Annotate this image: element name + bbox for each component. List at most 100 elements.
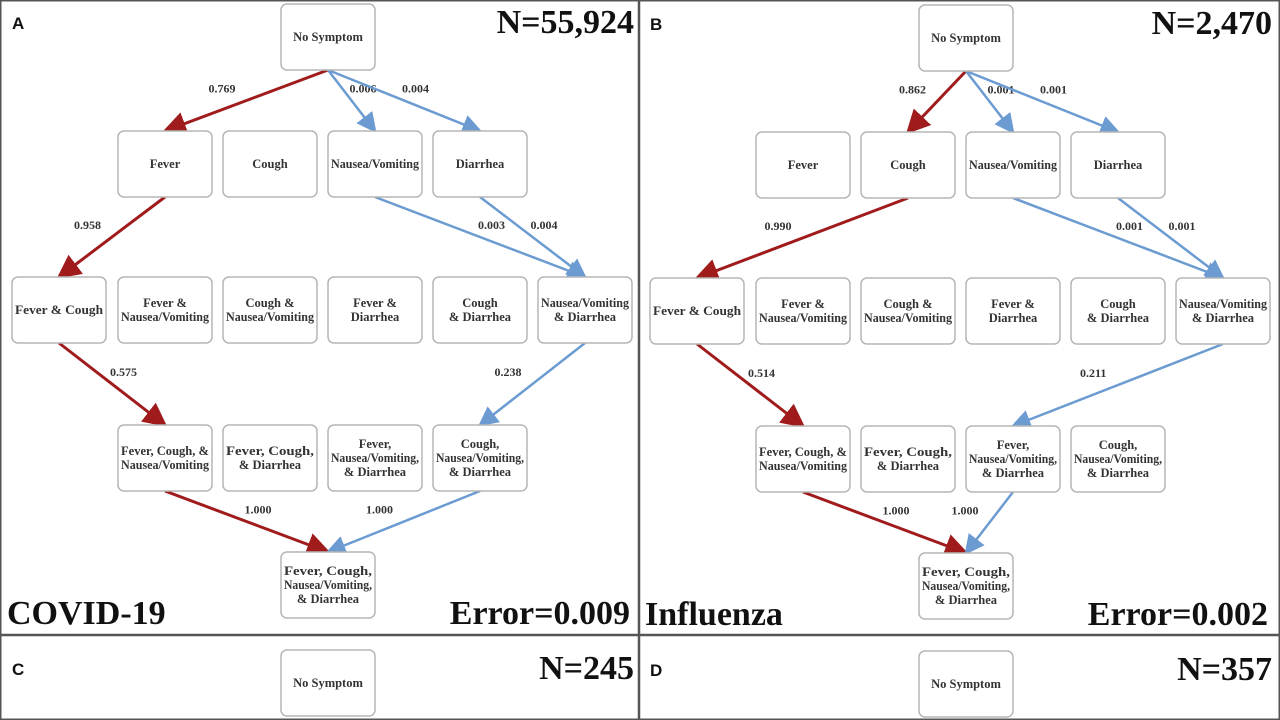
state-label: & Diarrhea bbox=[297, 592, 360, 606]
transition-arrow-f-fc bbox=[56, 195, 166, 279]
transition-probability: 0.514 bbox=[748, 366, 775, 380]
disease-label: Influenza bbox=[645, 596, 783, 633]
state-label: Fever, Cough, & bbox=[121, 444, 209, 458]
state-node-fc: Fever & Cough bbox=[649, 277, 745, 345]
sample-size: N=357 bbox=[1177, 651, 1272, 688]
state-label: Fever, Cough, bbox=[864, 445, 952, 459]
state-label: & Diarrhea bbox=[449, 465, 512, 479]
state-node-f: Fever bbox=[117, 130, 213, 198]
state-label: Nausea/Vomiting bbox=[1179, 297, 1268, 311]
state-label: Cough bbox=[890, 158, 925, 172]
transition-probability: 0.862 bbox=[899, 83, 926, 97]
state-label: Fever, bbox=[997, 438, 1030, 452]
panel-letter: C bbox=[12, 660, 24, 679]
transition-arrow-c-fc bbox=[694, 196, 909, 282]
state-label: Fever & bbox=[781, 297, 825, 311]
state-label: Nausea/Vomiting bbox=[969, 158, 1058, 172]
state-label: & Diarrhea bbox=[449, 310, 512, 324]
state-node-cnvd: Cough,Nausea/Vomiting,& Diarrhea bbox=[432, 424, 528, 492]
transition-probability: 0.575 bbox=[110, 365, 137, 379]
transition-arrow-ns-c bbox=[905, 69, 968, 135]
error-label: Error=0.009 bbox=[450, 595, 630, 632]
state-node-fd: Fever &Diarrhea bbox=[327, 276, 423, 344]
sample-size: N=245 bbox=[539, 650, 634, 687]
state-node-all: Fever, Cough,Nausea/Vomiting,& Diarrhea bbox=[280, 551, 376, 619]
state-label: Nausea/Vomiting bbox=[864, 311, 953, 325]
transition-probability: 0.001 bbox=[1040, 83, 1067, 97]
state-label: & Diarrhea bbox=[1087, 311, 1150, 325]
transition-arrow-fc-fcnv bbox=[696, 342, 806, 428]
state-label: Diarrhea bbox=[456, 157, 505, 171]
state-label: Fever, Cough, bbox=[226, 444, 314, 458]
state-node-c: Cough bbox=[222, 130, 318, 198]
state-label: & Diarrhea bbox=[1087, 466, 1150, 480]
state-label: Nausea/Vomiting, bbox=[436, 451, 524, 465]
state-node-fcnv: Fever, Cough, &Nausea/Vomiting bbox=[755, 425, 851, 493]
state-node-nvd: Nausea/Vomiting& Diarrhea bbox=[537, 276, 633, 344]
state-label: Nausea/Vomiting bbox=[121, 310, 210, 324]
state-node-cd: Cough& Diarrhea bbox=[432, 276, 528, 344]
transition-arrow-fcnv-all bbox=[164, 489, 331, 556]
state-node-nv: Nausea/Vomiting bbox=[327, 130, 423, 198]
transition-arrow-d-nvd bbox=[1117, 197, 1225, 280]
state-label: Cough bbox=[1100, 297, 1135, 311]
transition-probability: 0.769 bbox=[209, 82, 236, 96]
transition-arrow-nvd-fnvd bbox=[1010, 342, 1224, 429]
state-node-cnv: Cough &Nausea/Vomiting bbox=[222, 276, 318, 344]
state-node-fcnv: Fever, Cough, &Nausea/Vomiting bbox=[117, 424, 213, 492]
transition-arrow-d-nvd bbox=[479, 196, 587, 279]
state-node-fnvd: Fever,Nausea/Vomiting,& Diarrhea bbox=[965, 425, 1061, 493]
sample-size: N=55,924 bbox=[497, 4, 634, 41]
transition-probability: 1.000 bbox=[883, 504, 910, 518]
state-label: No Symptom bbox=[931, 677, 1001, 691]
state-label: Nausea/Vomiting, bbox=[284, 578, 372, 592]
state-node-all: Fever, Cough,Nausea/Vomiting,& Diarrhea bbox=[918, 552, 1014, 620]
state-label: Diarrhea bbox=[351, 310, 400, 324]
state-label: Nausea/Vomiting bbox=[226, 310, 315, 324]
state-node-fnv: Fever &Nausea/Vomiting bbox=[755, 277, 851, 345]
state-label: Fever, Cough, bbox=[284, 564, 372, 578]
transition-probability: 1.000 bbox=[366, 503, 393, 517]
state-label: Fever & bbox=[991, 297, 1035, 311]
disease-label: COVID-19 bbox=[7, 595, 166, 632]
state-node-d: Diarrhea bbox=[432, 130, 528, 198]
transition-probability: 0.003 bbox=[478, 218, 505, 232]
state-label: Fever & bbox=[143, 296, 187, 310]
state-label: No Symptom bbox=[293, 30, 363, 44]
state-label: Fever, bbox=[359, 437, 392, 451]
state-label: & Diarrhea bbox=[239, 458, 302, 472]
state-label: & Diarrhea bbox=[982, 466, 1045, 480]
state-label: Diarrhea bbox=[989, 311, 1038, 325]
state-node-nvd: Nausea/Vomiting& Diarrhea bbox=[1175, 277, 1271, 345]
state-label: Fever & Cough bbox=[653, 304, 741, 318]
state-node-fcd: Fever, Cough,& Diarrhea bbox=[860, 425, 956, 493]
state-label: Nausea/Vomiting bbox=[331, 157, 420, 171]
state-label: No Symptom bbox=[293, 676, 363, 690]
state-node-cd: Cough& Diarrhea bbox=[1070, 277, 1166, 345]
state-label: Cough & bbox=[884, 297, 933, 311]
transition-arrow-ns-nv bbox=[327, 69, 377, 133]
state-label: Fever & Cough bbox=[15, 303, 103, 317]
state-node-nv: Nausea/Vomiting bbox=[965, 131, 1061, 199]
sample-size: N=2,470 bbox=[1152, 5, 1272, 42]
state-label: Fever & bbox=[353, 296, 397, 310]
transition-arrow-cnvd-all bbox=[325, 489, 481, 555]
state-label: Nausea/Vomiting bbox=[121, 458, 210, 472]
transition-arrow-fnvd-all bbox=[964, 491, 1014, 555]
state-node-c: Cough bbox=[860, 131, 956, 199]
state-label: Cough, bbox=[461, 437, 500, 451]
transition-probability: 0.958 bbox=[74, 218, 101, 232]
state-label: Cough & bbox=[246, 296, 295, 310]
state-node-cnv: Cough &Nausea/Vomiting bbox=[860, 277, 956, 345]
state-node-ns: No Symptom bbox=[918, 4, 1014, 72]
state-label: Cough bbox=[462, 296, 497, 310]
panel-C: No Symptom C N=245 bbox=[12, 649, 634, 717]
transition-probability: 1.000 bbox=[245, 503, 272, 517]
panel-letter: B bbox=[650, 15, 662, 34]
state-label: No Symptom bbox=[931, 31, 1001, 45]
state-label: Nausea/Vomiting, bbox=[969, 452, 1057, 466]
state-label: Fever, Cough, bbox=[922, 565, 1010, 579]
transition-arrow-nvd-cnvd bbox=[478, 342, 586, 427]
